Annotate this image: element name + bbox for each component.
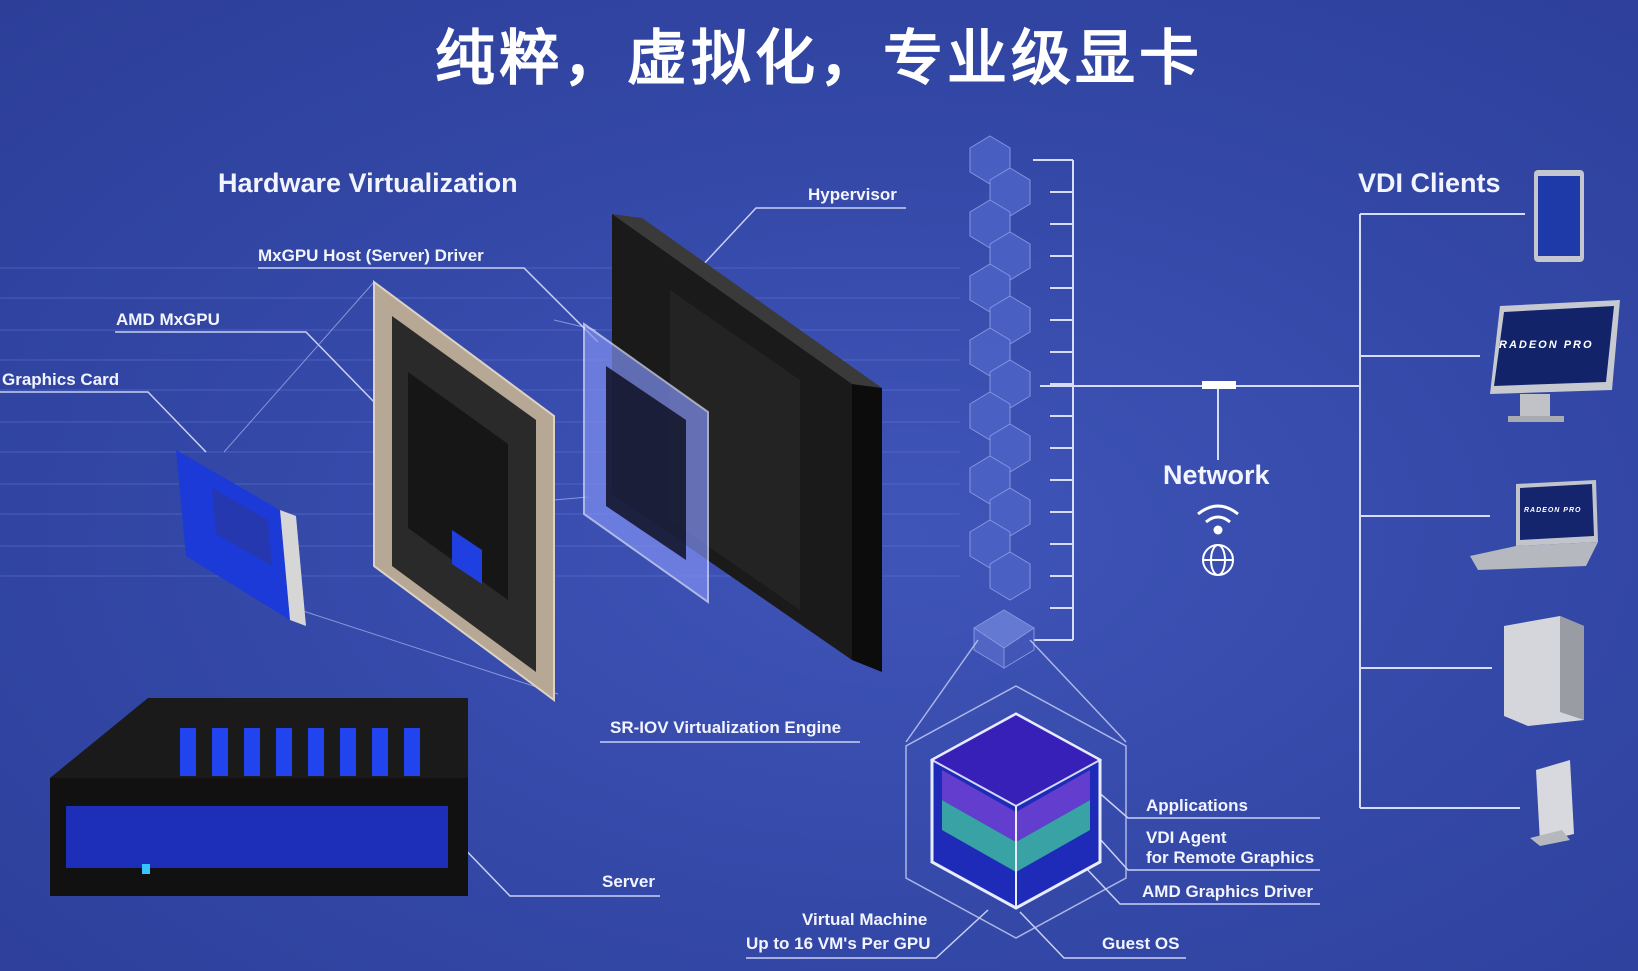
virtual-machine-label-line2: Up to 16 VM's Per GPU bbox=[746, 934, 931, 953]
amd-mxgpu-label: AMD MxGPU bbox=[116, 310, 220, 329]
hypervisor-label: Hypervisor bbox=[808, 185, 897, 204]
vdi-agent-label-line2: for Remote Graphics bbox=[1146, 848, 1315, 867]
graphics-card-label: Graphics Card bbox=[2, 370, 120, 389]
network-label: Network bbox=[1163, 460, 1270, 490]
tower-pc-icon bbox=[1504, 616, 1584, 726]
vdi-clients-label: VDI Clients bbox=[1358, 168, 1501, 198]
wifi-icon bbox=[1197, 504, 1239, 535]
applications-label: Applications bbox=[1146, 796, 1249, 815]
guest-os-label: Guest OS bbox=[1102, 934, 1180, 953]
mxgpu-host-driver-label: MxGPU Host (Server) Driver bbox=[258, 246, 484, 265]
amd-graphics-driver-label: AMD Graphics Driver bbox=[1142, 882, 1313, 901]
sriov-engine-label: SR-IOV Virtualization Engine bbox=[610, 718, 842, 737]
mxgpu-chip bbox=[373, 280, 555, 702]
page-title: 纯粹，虚拟化，专业级显卡 bbox=[435, 24, 1203, 94]
device-screen-text-laptop: RADEON PRO bbox=[1524, 507, 1581, 514]
graphics-card bbox=[176, 450, 306, 626]
thin-client-icon bbox=[1530, 760, 1574, 846]
sriov-chip bbox=[583, 322, 709, 604]
vm-cube-stack bbox=[969, 135, 1035, 669]
server-chassis bbox=[50, 698, 468, 896]
laptop-icon bbox=[1470, 480, 1598, 570]
vdi-agent-label-line1: VDI Agent bbox=[1146, 828, 1227, 847]
server-label: Server bbox=[602, 872, 655, 891]
globe-icon bbox=[1202, 544, 1234, 576]
network-switch bbox=[1202, 381, 1236, 389]
all-in-one-monitor-icon bbox=[1490, 300, 1620, 422]
hardware-virtualization-label: Hardware Virtualization bbox=[218, 168, 518, 198]
virtual-machine-cube bbox=[929, 712, 1103, 910]
tablet-icon bbox=[1534, 170, 1584, 262]
virtual-machine-label-line1: Virtual Machine bbox=[802, 910, 928, 929]
device-screen-text-monitor: RADEON PRO bbox=[1499, 339, 1594, 351]
